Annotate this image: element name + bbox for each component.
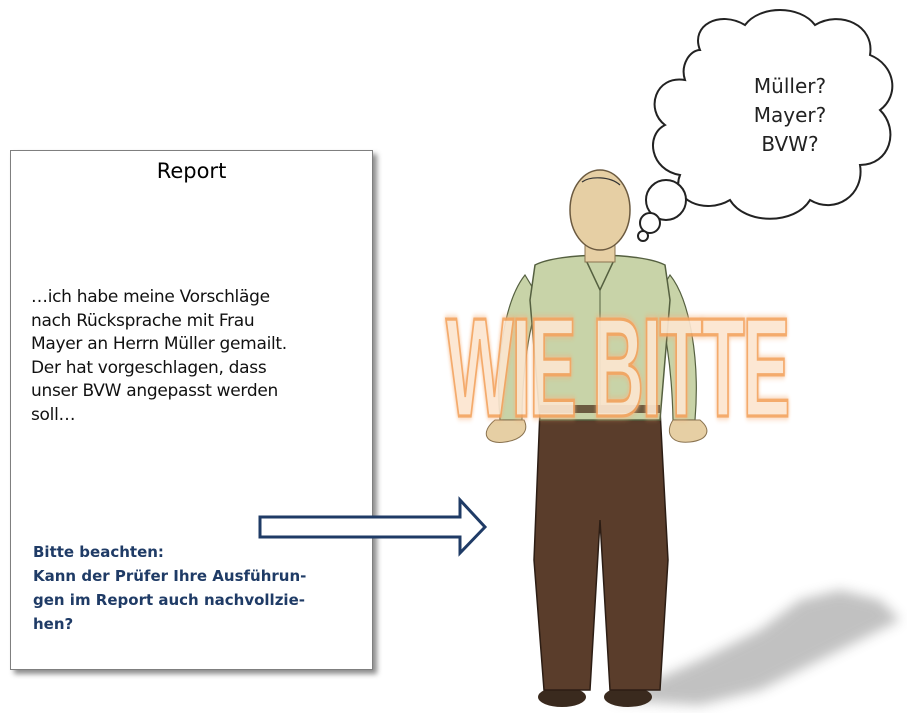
thought-text: Müller? Mayer? BVW? xyxy=(753,74,827,156)
report-body-text: …ich habe meine Vorschläge nach Rückspra… xyxy=(31,287,287,425)
arrow-icon xyxy=(258,496,488,557)
thought-bubble xyxy=(637,9,894,242)
report-title: Report xyxy=(156,159,227,183)
exclamation-text: WIE BITTE xyxy=(446,289,788,447)
figure-shadow xyxy=(610,590,900,705)
person-figure xyxy=(485,169,708,707)
report-card: Report …ich habe meine Vorschläge nach R… xyxy=(10,150,373,670)
report-note: Bitte beachten: Kann der Prüfer Ihre Aus… xyxy=(33,543,307,633)
